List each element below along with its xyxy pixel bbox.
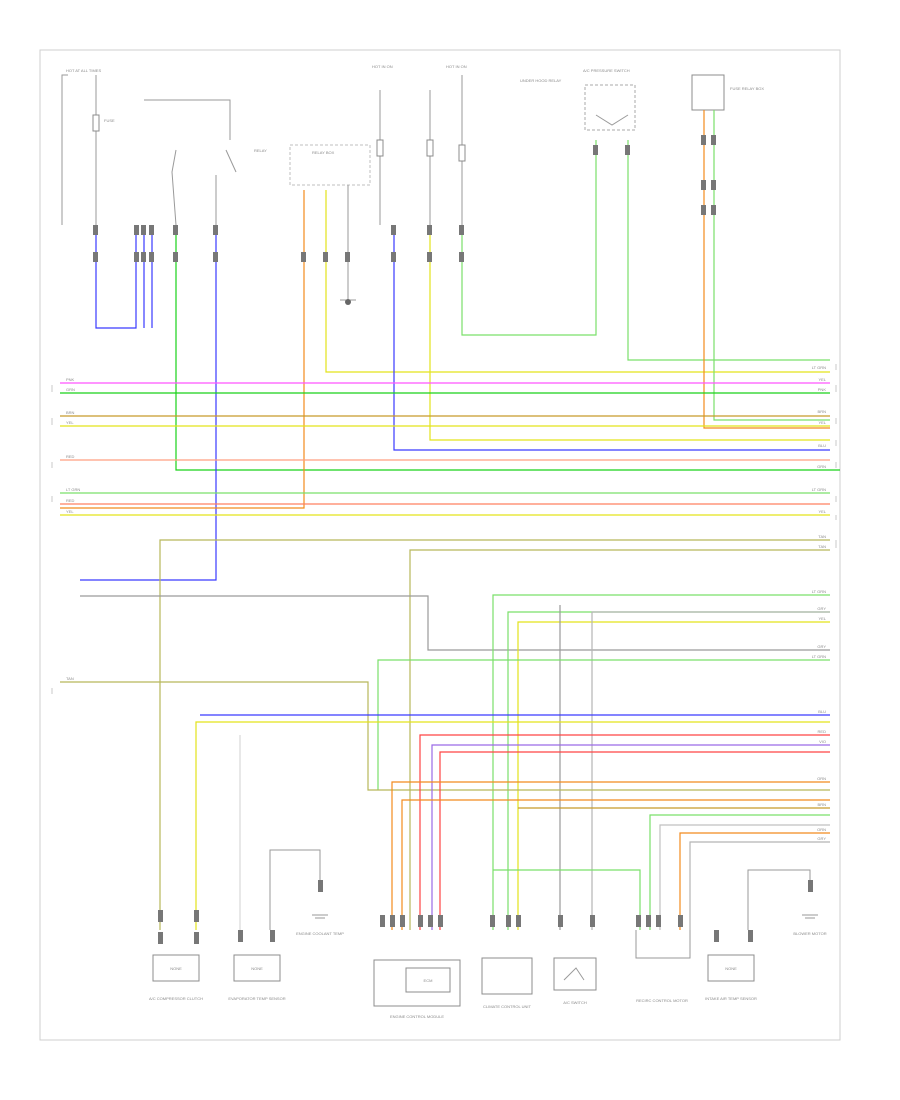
component-box-8: NONE [725,966,737,971]
label-fuse: FUSE [104,118,115,123]
svg-text:YEL: YEL [818,377,826,382]
svg-text:GRY: GRY [817,644,826,649]
svg-text:LT GRN: LT GRN [812,365,826,370]
label-fuse-relay-box: FUSE RELAY BOX [730,86,764,91]
svg-text:LT GRN: LT GRN [812,487,826,492]
component-box-1: NONE [170,966,182,971]
bus-labels-left: PNK GRN BRN YEL RED LT GRN RED YEL TAN [66,377,80,681]
svg-text:ORN: ORN [817,776,826,781]
label-relay: RELAY [254,148,267,153]
label-under-hood-relay: UNDER HOOD RELAY [520,78,562,83]
bus-wires [60,382,830,930]
label-relay-box: RELAY BOX [312,150,335,155]
top-vertical-wires [60,110,840,581]
label-hot-in-on-left: HOT IN ON [372,64,393,69]
component-labels: NONE NONE ECM NONE A/C COMPRESSOR CLUTCH… [149,931,827,1019]
svg-text:GRN: GRN [66,387,75,392]
connectors [93,135,716,262]
svg-text:YEL: YEL [66,509,74,514]
top-switch-area [61,74,725,305]
svg-text:TAN: TAN [66,676,74,681]
label-engine-coolant-temp: ENGINE COOLANT TEMP [296,931,344,936]
label-ac-switch: A/C SWITCH [563,1000,587,1005]
label-evaporator-temp-sensor: EVAPORATOR TEMP SENSOR [228,996,285,1001]
svg-text:BRN: BRN [66,410,75,415]
svg-text:TAN: TAN [818,534,826,539]
svg-text:ORN: ORN [817,827,826,832]
top-labels: HOT AT ALL TIMES HOT IN ON HOT IN ON FUS… [66,64,764,155]
svg-text:BLU: BLU [818,443,826,448]
svg-text:VIO: VIO [819,739,826,744]
label-blower-motor: BLOWER MOTOR [793,931,826,936]
svg-text:YEL: YEL [818,420,826,425]
bottom-components [152,849,818,1007]
label-ac-compressor-clutch: A/C COMPRESSOR CLUTCH [149,996,203,1001]
svg-text:PNK: PNK [66,377,75,382]
bus-labels: LT GRN YEL PNK BRN YEL BLU GRN LT GRN YE… [812,365,827,841]
svg-text:YEL: YEL [818,509,826,514]
label-engine-control-module: ENGINE CONTROL MODULE [390,1014,444,1019]
svg-text:LT GRN: LT GRN [812,589,826,594]
edge-ticks [51,364,837,694]
svg-text:BRN: BRN [818,409,827,414]
label-ac-pressure-switch: A/C PRESSURE SWITCH [583,68,630,73]
svg-text:RED: RED [66,498,75,503]
component-box-2: NONE [251,966,263,971]
label-intake-air-temp-sensor: INTAKE AIR TEMP SENSOR [705,996,757,1001]
svg-text:YEL: YEL [66,420,74,425]
svg-text:TAN: TAN [818,544,826,549]
svg-text:YEL: YEL [818,616,826,621]
diagram-frame [39,49,841,1041]
svg-text:GRN: GRN [817,464,826,469]
svg-text:LT GRN: LT GRN [812,654,826,659]
svg-text:GRY: GRY [817,606,826,611]
svg-text:RED: RED [66,454,75,459]
label-hot-at-all-times: HOT AT ALL TIMES [66,68,101,73]
label-recirc-control-motor: RECIRC CONTROL MOTOR [636,998,688,1003]
svg-text:LT GRN: LT GRN [66,487,80,492]
svg-text:RED: RED [818,729,827,734]
svg-text:BLU: BLU [818,709,826,714]
svg-text:GRY: GRY [817,836,826,841]
svg-text:BRN: BRN [818,802,827,807]
component-box-4: ECM [424,978,433,983]
label-hot-in-on-right: HOT IN ON [446,64,467,69]
svg-text:PNK: PNK [818,387,827,392]
label-climate-control-unit: CLIMATE CONTROL UNIT [483,1004,532,1009]
